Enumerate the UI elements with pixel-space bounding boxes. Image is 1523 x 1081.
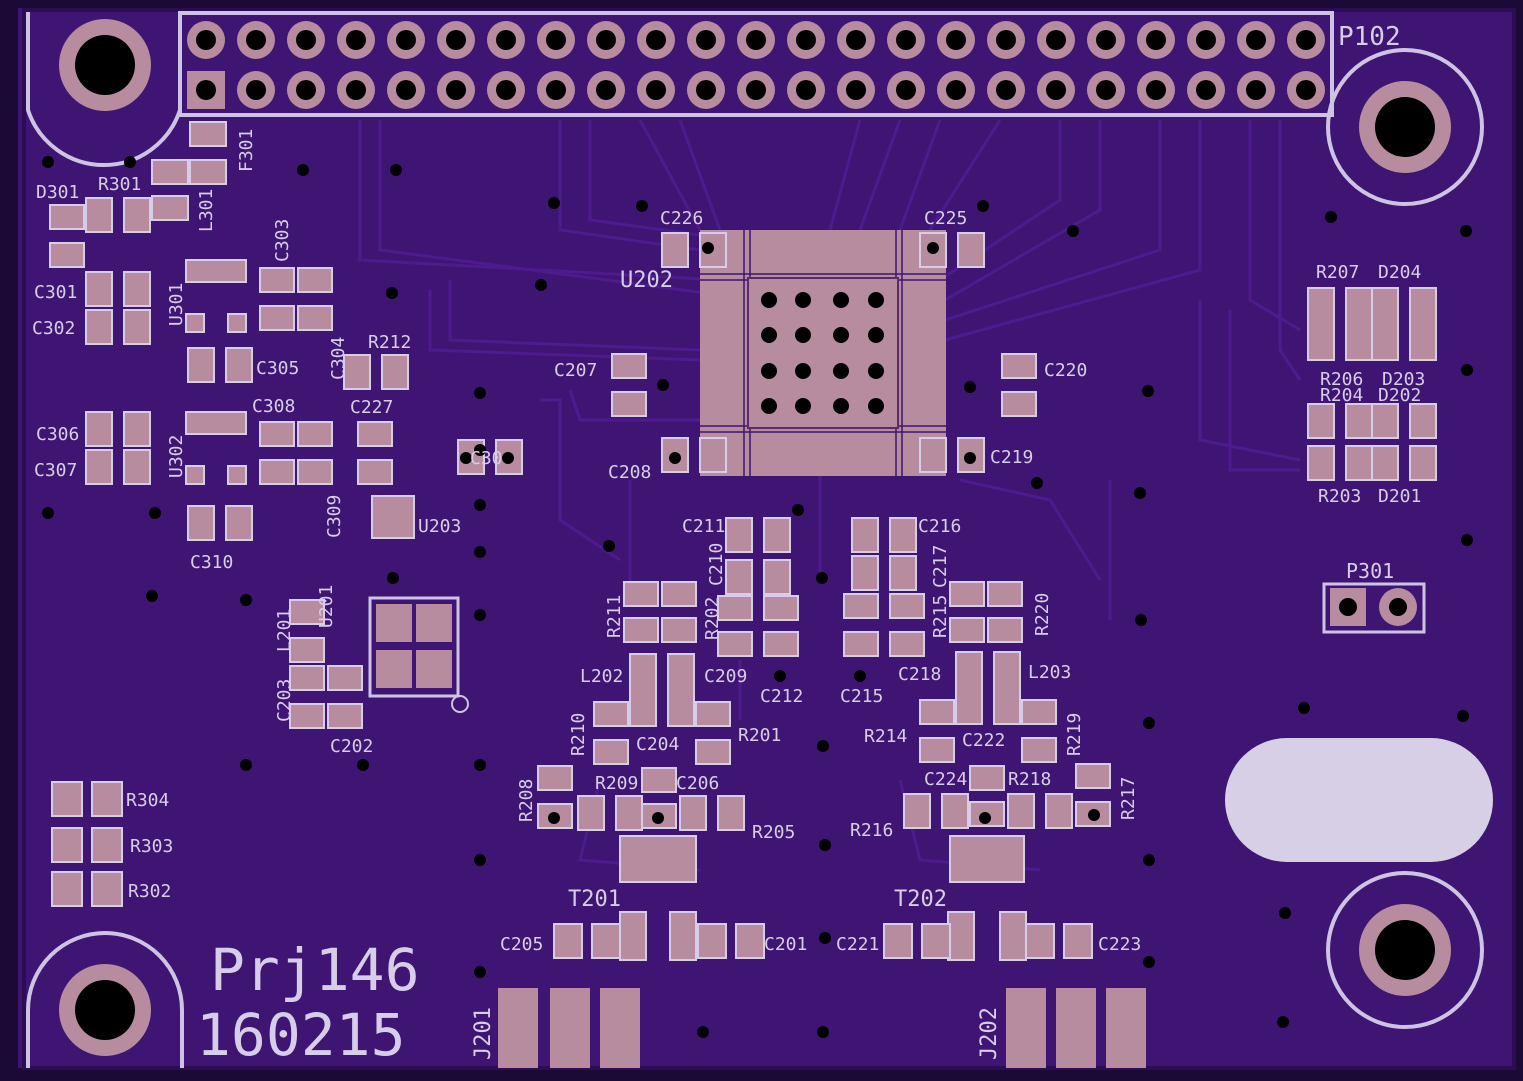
- refdes-c203: C203: [274, 679, 295, 722]
- refdes-u201: U201: [316, 585, 337, 628]
- copper-traces: [358, 119, 1302, 872]
- refdes-r220: R220: [1032, 593, 1053, 636]
- refdes-c221: C221: [836, 934, 879, 955]
- refdes-d201: D201: [1378, 486, 1421, 507]
- revision-label: 160215: [196, 1001, 406, 1069]
- refdes-r203: R203: [1318, 486, 1361, 507]
- refdes-r208: R208: [516, 779, 537, 822]
- refdes-c215: C215: [840, 686, 883, 707]
- refdes-c219: C219: [990, 447, 1033, 468]
- refdes-c306: C306: [36, 424, 79, 445]
- refdes-f301: F301: [236, 129, 257, 172]
- project-name: Prj146: [210, 936, 420, 1004]
- refdes-c305: C305: [256, 358, 299, 379]
- refdes-r218: R218: [1008, 769, 1051, 790]
- refdes-c309: C309: [324, 495, 345, 538]
- refdes-d204: D204: [1378, 262, 1421, 283]
- refdes-c217: C217: [930, 545, 951, 588]
- refdes-c227: C227: [350, 397, 393, 418]
- refdes-c303: C303: [272, 219, 293, 262]
- refdes-j202: J202: [977, 1007, 1002, 1060]
- board-edge-inner: [22, 8, 1516, 1070]
- refdes-u203: U203: [418, 516, 461, 537]
- refdes-c301: C301: [34, 282, 77, 303]
- refdes-d202: D202: [1378, 385, 1421, 406]
- refdes-r303: R303: [130, 836, 173, 857]
- ic-u202: [700, 230, 946, 476]
- mounting-holes: [26, 12, 1493, 1068]
- refdes-c307: C307: [34, 460, 77, 481]
- refdes-c220: C220: [1044, 360, 1087, 381]
- refdes-d203: D203: [1382, 369, 1425, 390]
- refdes-r210: R210: [568, 713, 589, 756]
- refdes-r201: R201: [738, 725, 781, 746]
- refdes-l201: L201: [274, 609, 295, 652]
- refdes-c223: C223: [1098, 934, 1141, 955]
- refdes-r206: R206: [1320, 369, 1363, 390]
- refdes-r202: R202: [702, 597, 723, 640]
- refdes-l301: L301: [196, 189, 217, 232]
- refdes-c211: C211: [682, 516, 725, 537]
- refdes-r204: R204: [1320, 385, 1363, 406]
- refdes-r301: R301: [98, 174, 141, 195]
- refdes-c201: C201: [764, 934, 807, 955]
- refdes-c210: C210: [706, 543, 727, 586]
- stitching-vias: [42, 156, 1473, 1038]
- refdes-u202: U202: [620, 268, 673, 293]
- refdes-r216: R216: [850, 820, 893, 841]
- smd-pads: [49, 121, 1437, 961]
- refdes-l202: L202: [580, 666, 623, 687]
- refdes-c208: C208: [608, 462, 651, 483]
- refdes-c205: C205: [500, 934, 543, 955]
- refdes-r304: R304: [126, 790, 169, 811]
- refdes-c218: C218: [898, 664, 941, 685]
- refdes-c202: C202: [330, 736, 373, 757]
- refdes-c216: C216: [918, 516, 961, 537]
- refdes-c310: C310: [190, 552, 233, 573]
- refdes-c308: C308: [252, 396, 295, 417]
- refdes-c225: C225: [924, 208, 967, 229]
- refdes-r211: R211: [604, 595, 625, 638]
- refdes-r215: R215: [930, 595, 951, 638]
- refdes-c226: C226: [660, 208, 703, 229]
- refdes-c204: C204: [636, 734, 679, 755]
- refdes-t201: T201: [568, 887, 621, 912]
- refdes-c209: C209: [704, 666, 747, 687]
- refdes-r207: R207: [1316, 262, 1359, 283]
- refdes-p301: P301: [1346, 559, 1394, 583]
- rf-connectors: [498, 988, 1146, 1068]
- refdes-r219: R219: [1064, 713, 1085, 756]
- refdes-c207: C207: [554, 360, 597, 381]
- refdes-l203: L203: [1028, 662, 1071, 683]
- refdes-c302: C302: [32, 318, 75, 339]
- refdes-j201: J201: [471, 1007, 496, 1060]
- refdes-r217: R217: [1118, 777, 1139, 820]
- header-p102: [178, 11, 1334, 117]
- refdes-r214: R214: [864, 726, 907, 747]
- header-p301: [1322, 582, 1426, 634]
- refdes-c30x: C30: [470, 448, 503, 469]
- refdes-r302: R302: [128, 881, 171, 902]
- refdes-r212: R212: [368, 332, 411, 353]
- ic-u201: [368, 596, 469, 713]
- refdes-u301: U301: [166, 283, 187, 326]
- refdes-p102: P102: [1338, 22, 1401, 52]
- refdes-t202: T202: [894, 887, 947, 912]
- refdes-c224: C224: [924, 769, 967, 790]
- refdes-r209: R209: [595, 773, 638, 794]
- refdes-c212: C212: [760, 686, 803, 707]
- refdes-d301: D301: [36, 182, 79, 203]
- refdes-u302: U302: [166, 435, 187, 478]
- refdes-c222: C222: [962, 730, 1005, 751]
- refdes-c304: C304: [328, 337, 349, 380]
- refdes-r205: R205: [752, 822, 795, 843]
- refdes-c206: C206: [676, 773, 719, 794]
